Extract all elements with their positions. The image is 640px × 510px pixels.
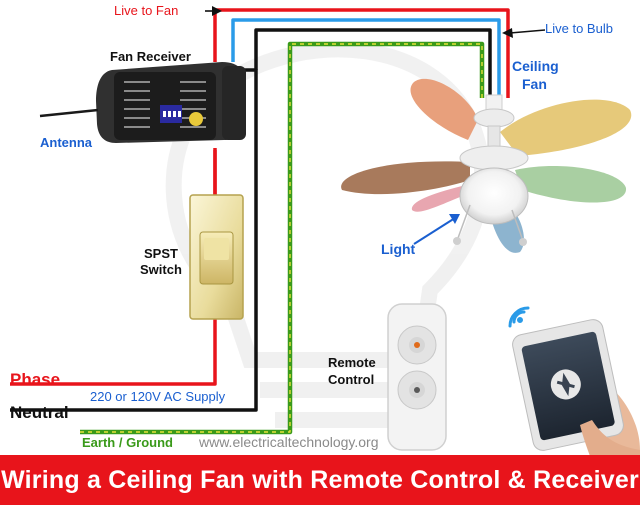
live-to-bulb-arrow xyxy=(502,28,546,38)
earth-wire xyxy=(80,41,485,435)
antenna-icon xyxy=(39,108,99,118)
title-banner: Wiring a Ceiling Fan with Remote Control… xyxy=(0,455,640,505)
fan-blade xyxy=(341,161,470,195)
light-bowl xyxy=(459,167,529,225)
live-to-fan-arrow xyxy=(205,6,222,16)
fan-blade xyxy=(500,99,632,156)
wifi-icon xyxy=(508,306,530,328)
ceiling-fan xyxy=(341,78,632,253)
antenna-label: Antenna xyxy=(40,135,92,150)
fan-blade xyxy=(410,78,478,140)
live-to-bulb-wire xyxy=(231,18,501,98)
phase-label: Phase xyxy=(10,370,61,389)
live-to-fan-label: Live to Fan xyxy=(114,3,179,18)
fan-blade xyxy=(515,166,627,203)
neutral-wire xyxy=(10,28,492,412)
neutral-label: Neutral xyxy=(10,403,69,422)
spst-label-line1: SPST xyxy=(144,246,178,261)
light-label: Light xyxy=(381,241,416,257)
watermark-text: www.electricaltechnology.org xyxy=(199,434,379,450)
fan-blade xyxy=(411,186,465,212)
page-title: Wiring a Ceiling Fan with Remote Control… xyxy=(1,465,639,494)
spst-switch xyxy=(189,194,244,320)
ceiling-fan-label-line1: Ceiling xyxy=(512,58,559,74)
receiver-label-sticker xyxy=(189,112,203,126)
earth-label: Earth / Ground xyxy=(82,435,173,450)
supply-label: 220 or 120V AC Supply xyxy=(90,389,226,404)
fan-receiver xyxy=(96,62,246,143)
watermark-bulb-icon xyxy=(165,41,491,428)
fan-receiver-label: Fan Receiver xyxy=(110,49,191,64)
smartphone-app-icon xyxy=(512,319,640,505)
light-arrow xyxy=(413,214,460,245)
remote-label-line2: Control xyxy=(328,372,375,387)
live-to-bulb-label: Live to Bulb xyxy=(545,21,613,36)
remote-label-line1: Remote xyxy=(328,355,376,370)
ceiling-fan-label-line2: Fan xyxy=(522,76,547,92)
spst-label-line2: Switch xyxy=(140,262,182,277)
remote-control xyxy=(387,303,447,451)
